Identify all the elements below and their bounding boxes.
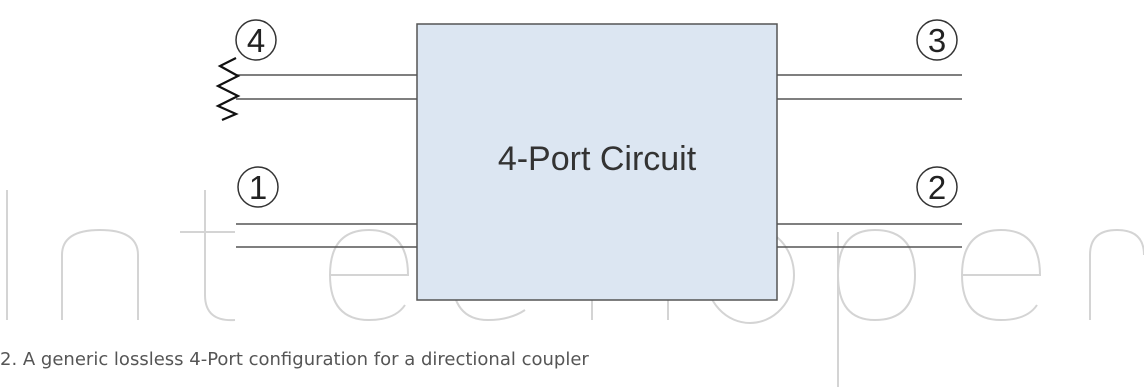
port-4-label: 4: [247, 22, 265, 59]
watermark-letter-t: [180, 190, 236, 322]
port-1-marker: 1: [237, 166, 279, 208]
port-2-lines: [777, 223, 962, 248]
port-1-lines: [236, 223, 417, 248]
watermark-letter-e: [328, 228, 410, 322]
circuit-box: [416, 23, 778, 301]
resistor-zigzag-icon: [215, 57, 241, 122]
port-2-label: 2: [928, 169, 946, 206]
port-1-label: 1: [249, 169, 267, 206]
circuit-box-label: 4-Port Circuit: [498, 140, 697, 178]
port-3-label: 3: [928, 22, 946, 59]
watermark-letter-p: [837, 228, 917, 387]
watermark-letter-e2: [960, 228, 1042, 322]
port-2-marker: 2: [916, 166, 958, 208]
figure-caption: 2. A generic lossless 4-Port configurati…: [0, 349, 589, 370]
watermark-letter-n2: [1089, 228, 1144, 320]
port-3-lines: [777, 74, 962, 100]
watermark-letter-n: [61, 228, 139, 320]
port-4-lines: [236, 74, 417, 100]
port-4-marker: 4: [235, 19, 277, 61]
port-3-marker: 3: [916, 19, 958, 61]
